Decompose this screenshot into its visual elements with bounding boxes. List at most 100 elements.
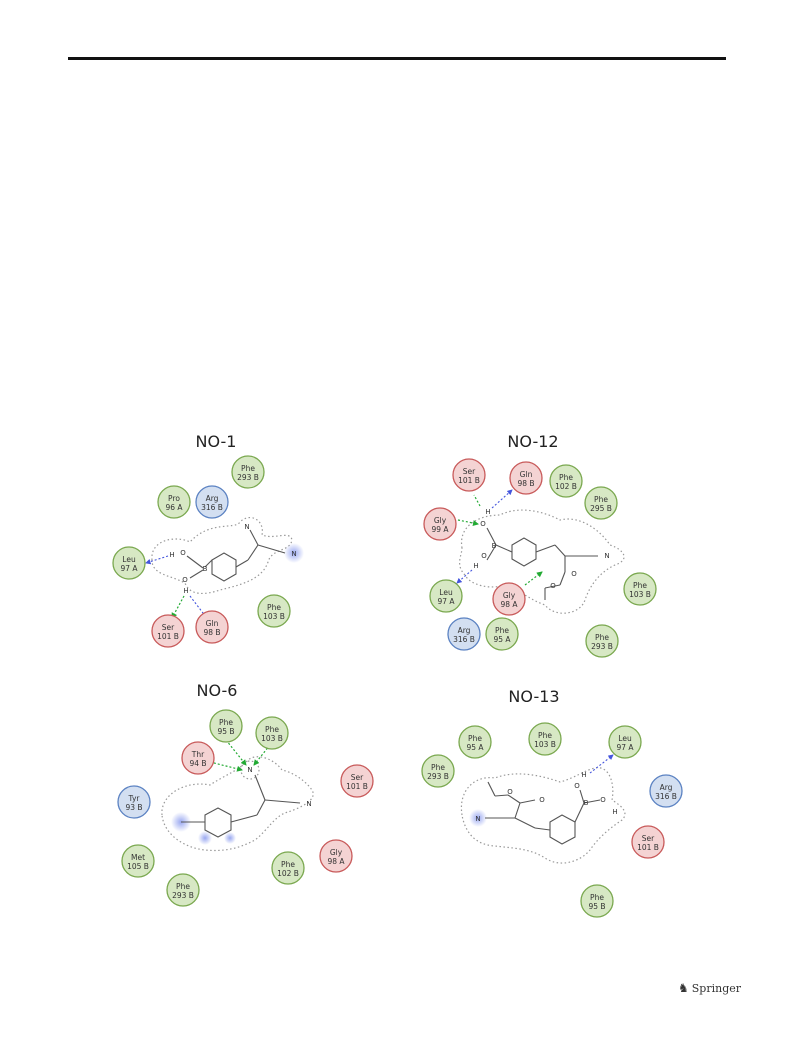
residue-number: 97 A <box>616 743 634 752</box>
residue-number: 98 B <box>517 479 534 488</box>
residue-circle <box>585 624 619 658</box>
residue-number: 316 B <box>453 635 475 644</box>
atom-h: H <box>169 551 174 559</box>
residue-name: Thr <box>191 750 205 759</box>
residue-number: 98 A <box>500 600 518 609</box>
panel-title-no-6: NO-6 <box>196 681 238 700</box>
residue-number: 95 B <box>588 902 605 911</box>
atom-n: N <box>244 523 249 531</box>
residue-number: 105 B <box>127 862 149 871</box>
residue-number: 293 B <box>591 642 613 651</box>
atom-h: H <box>183 587 188 595</box>
atom-h: H <box>612 808 617 816</box>
residue-circle <box>121 844 155 878</box>
residue-number: 295 B <box>590 504 612 513</box>
residue-number: 102 B <box>277 869 299 878</box>
residue-number: 103 B <box>261 734 283 743</box>
exposure-halo <box>284 543 304 563</box>
ligand-no-12: H O B O H N O O <box>456 489 625 614</box>
residue-number: 95 A <box>493 635 511 644</box>
residue-name: Phe <box>559 473 573 482</box>
residue-name: Gln <box>520 470 533 479</box>
residue-number: 103 B <box>263 612 285 621</box>
exposure-halo <box>469 809 487 827</box>
residue-number: 101 B <box>637 843 659 852</box>
residue-number: 101 B <box>157 632 179 641</box>
header-rule <box>68 57 726 60</box>
residue-circle <box>209 709 243 743</box>
pocket-outline-no-6 <box>161 756 314 852</box>
residue-number: 96 A <box>165 503 183 512</box>
residue-name: Phe <box>633 581 647 590</box>
atom-b: B <box>492 542 497 550</box>
atom-o: O <box>539 796 545 804</box>
residue-name: Phe <box>594 495 608 504</box>
residue-name: Gly <box>503 591 516 600</box>
atom-o: O <box>574 782 580 790</box>
residue-name: Phe <box>281 860 295 869</box>
atom-b: B <box>584 799 589 807</box>
residue-circle <box>584 486 618 520</box>
residue-name: Phe <box>219 718 233 727</box>
residue-name: Met <box>131 853 145 862</box>
residue-number: 93 B <box>125 803 142 812</box>
atom-o: O <box>182 576 188 584</box>
residue-number: 95 A <box>466 743 484 752</box>
springer-horse-icon: ♞ <box>678 981 689 995</box>
residue-number: 98 A <box>327 857 345 866</box>
residue-number: 97 A <box>120 564 138 573</box>
atom-o: O <box>481 552 487 560</box>
residue-circle <box>195 610 229 644</box>
residue-number: 316 B <box>655 792 677 801</box>
residue-circle <box>608 725 642 759</box>
benzene-ring <box>211 552 237 582</box>
residue-number: 293 B <box>172 891 194 900</box>
residue-name: Ser <box>642 834 655 843</box>
residue-circle <box>509 461 543 495</box>
residue-circle <box>623 572 657 606</box>
panel-title-no-13: NO-13 <box>508 687 560 706</box>
residue-name: Pro <box>168 494 180 503</box>
residue-number: 103 B <box>534 740 556 749</box>
atom-n: N <box>247 766 252 774</box>
residue-circle <box>181 741 215 775</box>
residue-circle <box>631 825 665 859</box>
residue-number: 103 B <box>629 590 651 599</box>
residue-circle <box>255 716 289 750</box>
residue-name: Gln <box>206 619 219 628</box>
residue-name: Arg <box>458 626 471 635</box>
residue-circle <box>117 785 151 819</box>
atom-b: B <box>203 565 208 573</box>
benzene-ring <box>549 814 576 845</box>
residue-name: Gly <box>330 848 343 857</box>
atom-o: O <box>180 549 186 557</box>
residue-number: 102 B <box>555 482 577 491</box>
residue-name: Phe <box>267 603 281 612</box>
residue-name: Arg <box>660 783 673 792</box>
residue-name: Leu <box>122 555 136 564</box>
residue-circle <box>492 582 526 616</box>
residue-circle <box>151 614 185 648</box>
benzene-ring <box>204 807 232 838</box>
atom-o: O <box>480 520 486 528</box>
residue-number: 99 A <box>431 525 449 534</box>
residue-circle <box>340 764 374 798</box>
residue-name: Leu <box>618 734 632 743</box>
residue-name: Tyr <box>128 794 141 803</box>
residue-name: Ser <box>351 773 364 782</box>
residue-name: Phe <box>265 725 279 734</box>
residue-circle <box>580 884 614 918</box>
atom-n: N <box>475 815 480 823</box>
ligand-no-6: N N <box>161 739 314 852</box>
